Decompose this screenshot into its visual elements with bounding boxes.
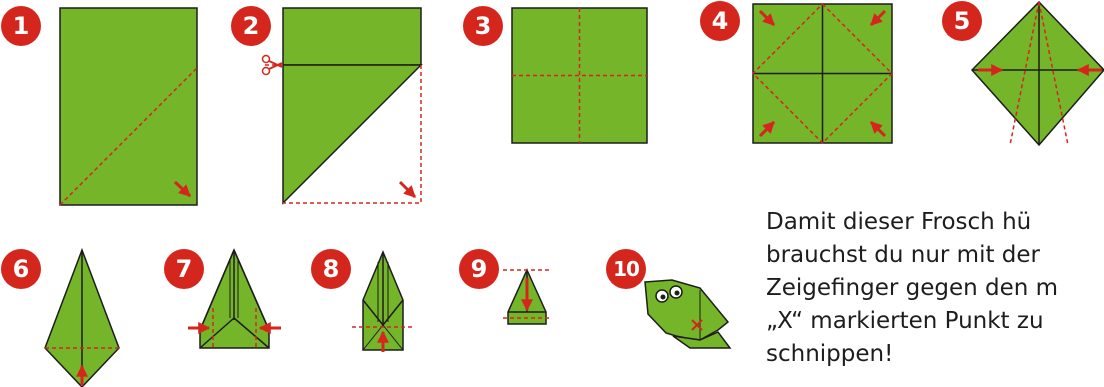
step-4-paper [753,4,892,143]
step-badge-7: 7 [164,249,204,289]
arrow-icon [400,182,415,197]
step-10-frog [645,280,730,348]
step-badge-6: 6 [1,249,41,289]
step-8-paper [352,252,414,352]
step-badge-8: 8 [311,249,351,289]
step-1-paper [60,8,197,205]
instruction-caption: Damit dieser Frosch hü brauchst du nur m… [766,206,1104,371]
step-badge-2: 2 [231,6,271,46]
step-badge-10: 10 [606,249,646,289]
step-6-paper [45,250,119,387]
step-2-paper [263,8,422,203]
step-badge-3: 3 [463,6,503,46]
step-9-paper [503,270,552,324]
caption-line: Zeigefinger gegen den m [766,272,1104,305]
eye-icon [670,286,682,298]
caption-line: „X“ markierten Punkt zu [766,305,1104,338]
caption-line: brauchst du nur mit der [766,239,1104,272]
step-3-paper [512,8,647,143]
step-badge-5: 5 [942,1,982,41]
step-5-paper [972,2,1104,145]
caption-line: schnippen! [766,338,1104,371]
caption-line: Damit dieser Frosch hü [766,206,1104,239]
eye-icon [656,290,668,302]
step-badge-1: 1 [1,6,41,46]
step-badge-4: 4 [700,1,740,41]
step-badge-9: 9 [459,249,499,289]
